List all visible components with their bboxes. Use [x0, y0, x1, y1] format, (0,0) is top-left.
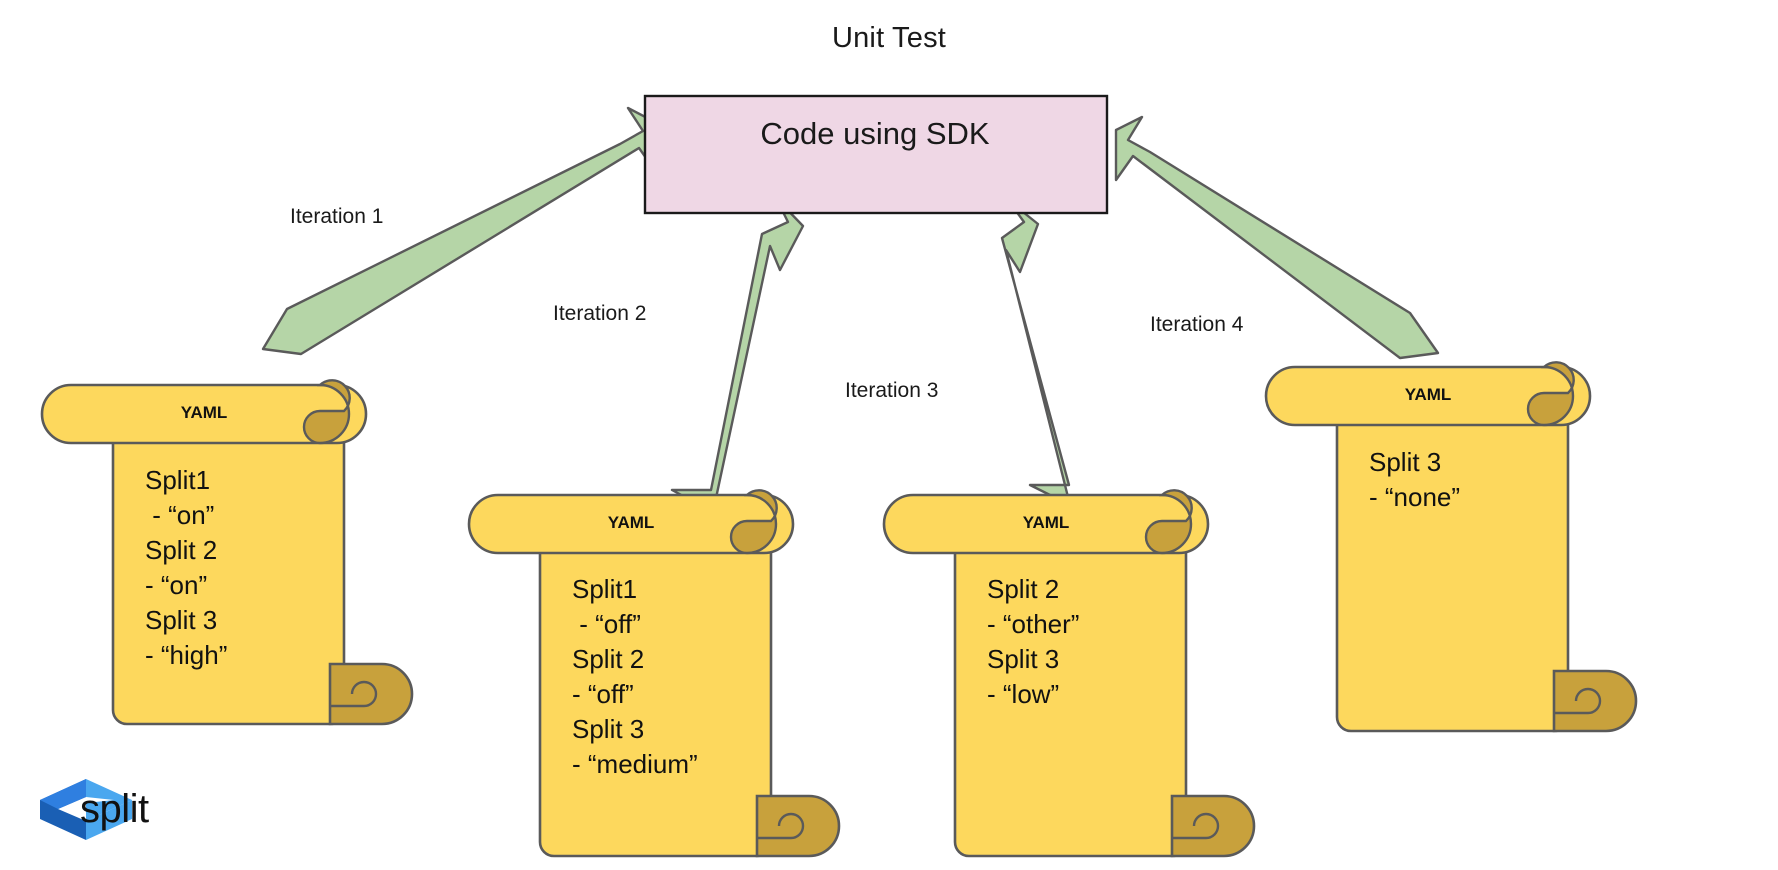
yaml-scroll-2-header: YAML: [607, 513, 655, 532]
arrow-iteration-3: [1000, 198, 1072, 507]
code-using-sdk-box[interactable]: [643, 94, 1109, 215]
edge-label-iteration-2: Iteration 2: [553, 302, 647, 325]
yaml-scroll-4-header: YAML: [1404, 385, 1452, 404]
yaml-scroll-4-body: Split 3 - “none”: [1369, 447, 1461, 512]
yaml-scroll-1-header: YAML: [180, 403, 228, 422]
edge-label-iteration-3: Iteration 3: [845, 379, 939, 402]
split-logo-wordmark: split: [80, 787, 149, 831]
yaml-scroll-1[interactable]: [40, 379, 414, 726]
yaml-scroll-1-body: Split1 - “on” Split 2 - “on” Split 3 - “…: [145, 465, 228, 670]
split-logo-icon: [40, 779, 132, 840]
code-using-sdk-label: Code using SDK: [760, 116, 990, 151]
arrow-iteration-2: [670, 196, 805, 514]
yaml-scroll-3-header: YAML: [1022, 513, 1070, 532]
yaml-scroll-2-body: Split1 - “off” Split 2 - “off” Split 3 -…: [572, 574, 698, 779]
arrow-iteration-1: [261, 106, 658, 356]
edge-label-iteration-1: Iteration 1: [290, 205, 384, 228]
arrow-iteration-4: [1114, 115, 1440, 360]
yaml-scroll-3-body: Split 2 - “other” Split 3 - “low”: [987, 574, 1080, 709]
edge-label-iteration-4: Iteration 4: [1150, 313, 1244, 336]
yaml-scroll-3[interactable]: [882, 489, 1256, 858]
page-title: Unit Test: [831, 22, 947, 54]
yaml-scroll-2[interactable]: [467, 489, 841, 858]
yaml-scroll-4[interactable]: [1264, 361, 1638, 733]
